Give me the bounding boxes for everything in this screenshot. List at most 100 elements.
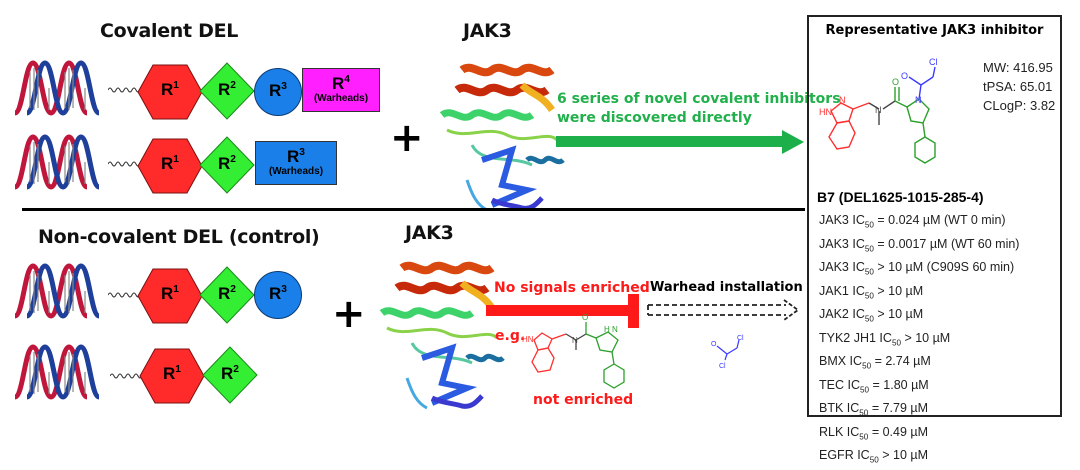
atom-n: N	[572, 336, 578, 345]
ic50-target: TEC IC	[819, 377, 860, 392]
compound-id: B7	[817, 189, 835, 205]
panel-divider	[22, 208, 805, 211]
r2-diamond	[199, 62, 255, 120]
ic50-row: TEC IC50 = 1.80 µM	[819, 376, 1019, 400]
covalent-del-title: Covalent DEL	[100, 20, 239, 42]
ic50-row: JAK1 IC50 > 10 µM	[819, 282, 1019, 306]
atom-n: N	[839, 95, 846, 105]
inhibitor-properties: MW: 416.95 tPSA: 65.01 CLogP: 3.82	[983, 58, 1055, 115]
ic50-list: JAK3 IC50 = 0.024 µM (WT 0 min)JAK3 IC50…	[819, 211, 1019, 470]
atom-cl: Cl	[929, 57, 938, 67]
ic50-row: BMX IC50 = 2.74 µM	[819, 352, 1019, 376]
ic50-value: = 1.80 µM	[872, 377, 929, 392]
r3-warhead-block	[255, 141, 337, 185]
ic50-row: JAK3 IC50 = 0.024 µM (WT 0 min)	[819, 211, 1019, 235]
r2-diamond	[199, 266, 255, 324]
atom-cl: Cl	[719, 363, 726, 370]
ic50-subscript: 50	[891, 338, 901, 347]
arrow-text-line2: were discovered directly	[557, 110, 752, 126]
compound-code: (DEL1625-1015-285-4)	[838, 189, 984, 205]
r4-warhead-block	[302, 68, 380, 112]
no-signals-text: No signals enriched	[494, 280, 650, 296]
discovery-arrow	[556, 130, 804, 154]
representative-inhibitor-panel: Representative JAK3 inhibitor HN N N O N…	[807, 15, 1062, 465]
ic50-value: = 2.74 µM	[874, 354, 931, 368]
ic50-target: TYK2 JH1 IC	[819, 330, 892, 345]
compound-heading: B7 (DEL1625-1015-285-4)	[817, 189, 984, 205]
r1-hexagon	[137, 268, 203, 324]
ic50-value: > 10 µM	[882, 448, 928, 462]
jak3-protein-structure	[432, 50, 572, 210]
property-clogp: CLogP: 3.82	[983, 98, 1056, 113]
ic50-subscript: 50	[864, 244, 874, 253]
not-enriched-text: not enriched	[533, 392, 634, 408]
ic50-subscript: 50	[864, 291, 874, 300]
non-enriched-molecule: HN N O H N	[522, 313, 625, 389]
plus-sign-bottom: +	[332, 291, 366, 337]
r3-label: R3	[269, 284, 287, 304]
jak3-label-bottom: JAK3	[405, 222, 454, 244]
ic50-target: RLK IC	[819, 424, 860, 439]
ic50-target: JAK3 IC	[819, 260, 865, 274]
r1-hexagon	[139, 348, 205, 404]
r2-diamond	[202, 346, 258, 404]
ic50-subscript: 50	[864, 314, 874, 324]
jak3-protein-structure	[372, 248, 512, 418]
dna-icon	[15, 342, 125, 402]
chloroacetyl-chloride-reagent: O Cl Cl	[711, 335, 744, 370]
inhibitor-structure: HN N N O N O Cl	[819, 57, 938, 164]
ic50-row: JAK2 IC50 > 10 µM	[819, 305, 1019, 329]
atom-hn: HN	[819, 107, 832, 117]
plus-sign-top: +	[390, 115, 424, 161]
warhead-installation-arrow	[647, 299, 800, 321]
ic50-value: > 10 µM	[904, 330, 951, 345]
r1-label: R1	[161, 154, 179, 174]
ic50-subscript: 50	[869, 455, 879, 465]
atom-o: O	[901, 71, 908, 81]
r3-warhead-label: R3(Warheads)	[268, 147, 324, 178]
property-tpsa: tPSA: 65.01	[983, 79, 1053, 94]
ic50-subscript: 50	[859, 408, 869, 418]
atom-cl: Cl	[737, 335, 744, 342]
property-mw: MW: 416.95	[983, 60, 1053, 75]
ic50-target: BTK IC	[819, 401, 860, 415]
atom-o: O	[582, 313, 588, 322]
r2-diamond	[199, 136, 255, 194]
ic50-subscript: 50	[864, 220, 874, 230]
atom-o: O	[711, 341, 717, 348]
blocked-arrow	[486, 294, 639, 328]
ic50-subscript: 50	[859, 385, 870, 394]
ic50-target: BMX IC	[819, 354, 863, 368]
ic50-value: = 7.79 µM	[871, 401, 929, 415]
noncovalent-del-title: Non-covalent DEL (control)	[38, 226, 320, 248]
atom-hn: HN	[522, 335, 534, 344]
atom-n: N	[875, 105, 882, 115]
atom-n: N	[915, 95, 922, 105]
ic50-value: > 10 µM	[877, 307, 924, 321]
ic50-row: JAK3 IC50 > 10 µM (C909S 60 min)	[819, 258, 1019, 282]
r2-label: R2	[218, 154, 236, 174]
ic50-value: > 10 µM	[877, 283, 924, 298]
atom-o: O	[892, 77, 899, 87]
r3-label: R3	[269, 81, 287, 101]
ic50-target: JAK3 IC	[819, 213, 865, 227]
ic50-value: > 10 µM (C909S 60 min)	[877, 260, 1015, 274]
r1-hexagon	[137, 138, 203, 194]
r1-label: R1	[161, 284, 179, 304]
atom-nh: H N	[604, 325, 618, 334]
inhibitor-panel-title: Representative JAK3 inhibitor	[825, 23, 1044, 38]
r3-circle	[254, 271, 302, 319]
r3-circle	[254, 68, 302, 116]
ic50-target: JAK2 IC	[819, 307, 865, 321]
r2-label: R2	[221, 364, 239, 384]
ic50-row: JAK3 IC50 = 0.0017 µM (WT 60 min)	[819, 235, 1019, 259]
arrow-text-line1: 6 series of novel covalent inhibitors	[557, 91, 841, 107]
eg-label: e.g.	[495, 328, 526, 344]
ic50-row: BTK IC50 = 7.79 µM	[819, 399, 1019, 423]
ic50-subscript: 50	[859, 432, 869, 441]
ic50-target: JAK3 IC	[819, 236, 865, 251]
r2-label: R2	[218, 80, 236, 100]
ic50-target: JAK1 IC	[819, 283, 865, 298]
warhead-installation-text: Warhead installation	[650, 280, 803, 295]
r4-label: R4(Warheads)	[313, 74, 369, 105]
